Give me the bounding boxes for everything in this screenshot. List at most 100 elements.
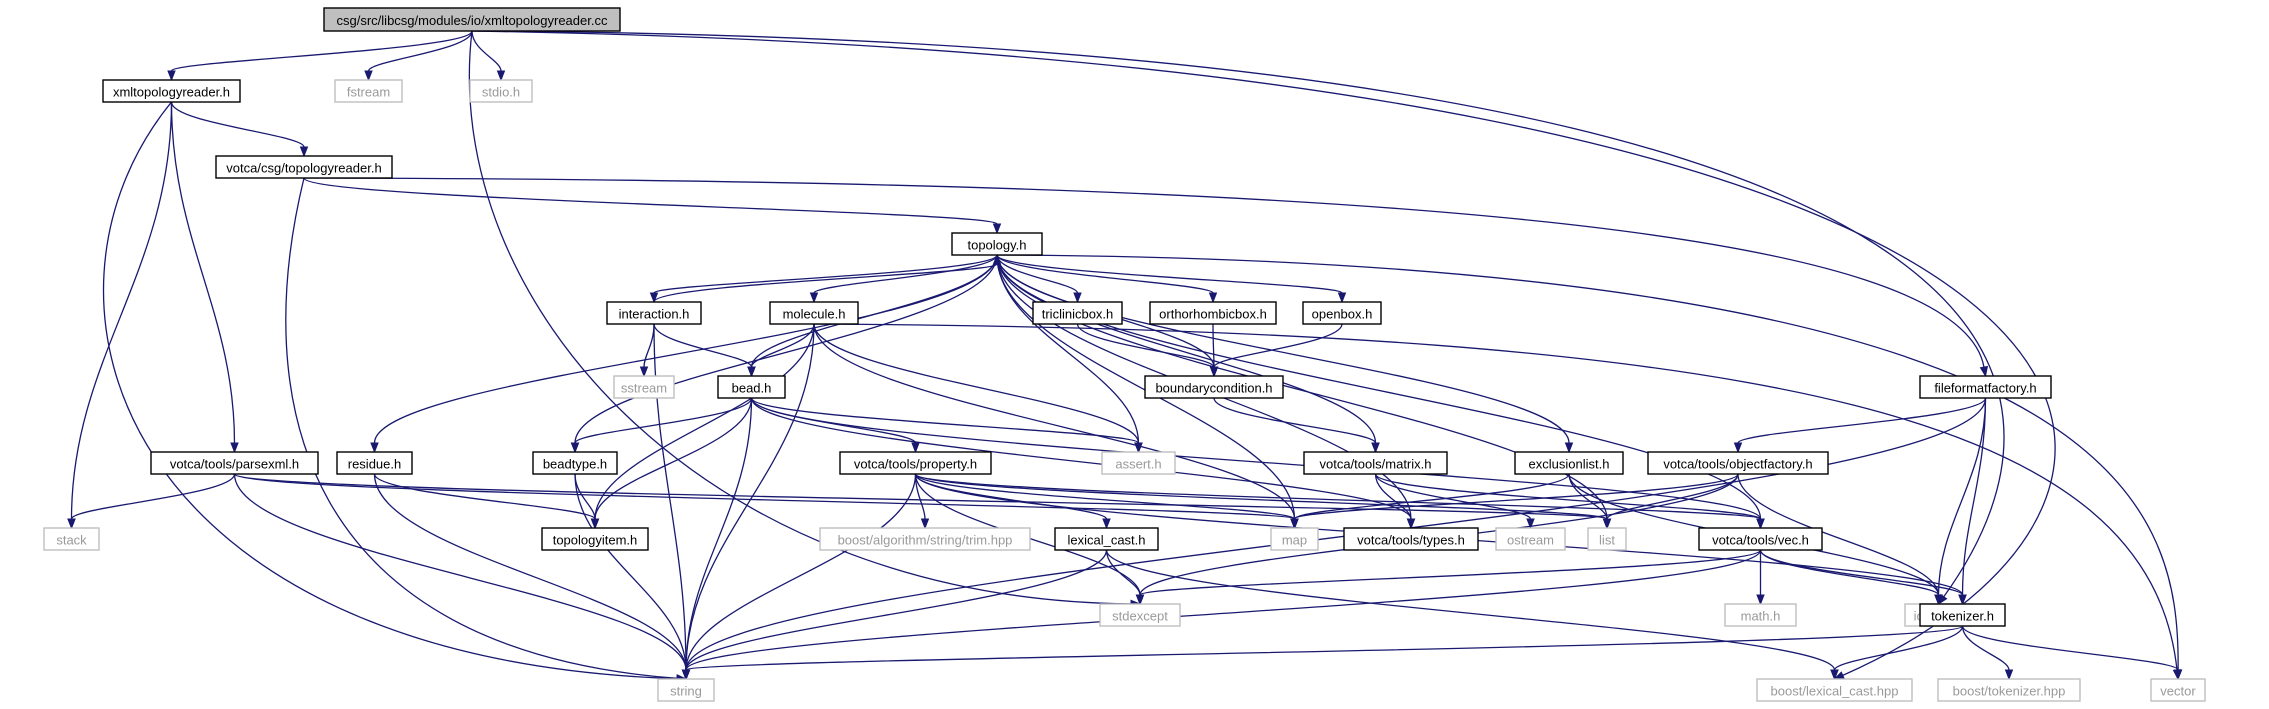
node-label: stack bbox=[56, 533, 87, 548]
edge-line bbox=[750, 397, 1762, 520]
edge-arrowhead bbox=[230, 442, 239, 454]
node-interaction-h[interactable]: interaction.h bbox=[606, 301, 702, 325]
edge-xmltopologyreader_h-to-votca_csg_topologyreader_h bbox=[170, 101, 309, 158]
node-fstream: fstream bbox=[334, 79, 403, 103]
node-votca-tools-types-h[interactable]: votca/tools/types.h bbox=[1343, 527, 1479, 551]
edge-votca_tools_vec_h-to-string bbox=[681, 549, 1762, 681]
edge-arrowhead bbox=[67, 518, 76, 530]
node-box bbox=[541, 527, 649, 551]
node-label: tokenizer.h bbox=[1931, 609, 1994, 624]
node-label: map bbox=[1282, 533, 1307, 548]
edge-line bbox=[685, 625, 1964, 671]
node-molecule-h[interactable]: molecule.h bbox=[769, 301, 859, 325]
node-beadtype-h[interactable]: beadtype.h bbox=[532, 451, 618, 475]
edge-votca_tools_matrix_h-to-votca_tools_types_h bbox=[1374, 473, 1416, 530]
node-triclinicbox-h[interactable]: triclinicbox.h bbox=[1032, 301, 1123, 325]
edge-root-to-fstream bbox=[364, 30, 473, 82]
node-topology-h[interactable]: topology.h bbox=[951, 232, 1043, 256]
node-topologyitem-h[interactable]: topologyitem.h bbox=[541, 527, 649, 551]
edge-arrowhead bbox=[496, 70, 506, 82]
node-votca-tools-vec-h[interactable]: votca/tools/vec.h bbox=[1698, 527, 1823, 551]
node-box bbox=[1698, 527, 1823, 551]
node-tokenizer-h[interactable]: tokenizer.h bbox=[1919, 603, 2006, 627]
node-label: bead.h bbox=[732, 381, 772, 396]
node-label: sstream bbox=[621, 381, 667, 396]
node-box bbox=[1587, 527, 1627, 551]
node-box bbox=[1144, 375, 1284, 399]
node-label: stdexcept bbox=[1112, 609, 1168, 624]
node-math-h: math.h bbox=[1724, 603, 1797, 627]
edge-residue_h-to-string bbox=[373, 473, 691, 681]
edge-arrowhead bbox=[747, 366, 756, 378]
edge-topology_h-to-assert_h bbox=[996, 254, 1143, 454]
node-fileformatfactory-h[interactable]: fileformatfactory.h bbox=[1919, 375, 2052, 399]
node-label: molecule.h bbox=[783, 307, 846, 322]
node-residue-h[interactable]: residue.h bbox=[336, 451, 413, 475]
edge-line bbox=[750, 397, 917, 444]
node-boost-tokenizer-hpp: boost/tokenizer.hpp bbox=[1937, 678, 2081, 702]
edge-line bbox=[1961, 625, 2179, 671]
edge-topology_h-to-molecule_h bbox=[809, 254, 998, 304]
edge-line bbox=[1139, 549, 1762, 596]
edge-votca_csg_topologyreader_h-to-topology_h bbox=[303, 177, 1002, 235]
node-ostream: ostream bbox=[1495, 527, 1566, 551]
node-boundarycondition-h[interactable]: boundarycondition.h bbox=[1144, 375, 1284, 399]
edge-arrowhead bbox=[1290, 518, 1299, 530]
edge-arrowhead bbox=[920, 518, 930, 530]
edge-line bbox=[471, 30, 502, 72]
node-exclusionlist-h[interactable]: exclusionlist.h bbox=[1514, 451, 1624, 475]
node-stdio-h: stdio.h bbox=[469, 79, 533, 103]
edge-votca_tools_parsexml_h-to-stack bbox=[67, 473, 236, 530]
edge-line bbox=[750, 397, 1140, 444]
edge-line bbox=[70, 101, 173, 520]
node-label: fstream bbox=[347, 85, 390, 100]
node-map: map bbox=[1270, 527, 1319, 551]
edge-line bbox=[685, 473, 917, 671]
edge-bead_h-to-string bbox=[681, 397, 753, 681]
edge-line bbox=[914, 473, 1296, 520]
edge-line bbox=[103, 101, 678, 680]
node-lexical-cast-h[interactable]: lexical_cast.h bbox=[1054, 527, 1159, 551]
node-orthorhombicbox-h[interactable]: orthorhombicbox.h bbox=[1149, 301, 1277, 325]
node-votca-tools-property-h[interactable]: votca/tools/property.h bbox=[839, 451, 992, 475]
node-box bbox=[657, 678, 715, 702]
node-votca-tools-objectfactory-h[interactable]: votca/tools/objectfactory.h bbox=[1647, 451, 1829, 475]
node-box bbox=[2150, 678, 2206, 702]
node-label: boost/tokenizer.hpp bbox=[1953, 684, 2066, 699]
node-root[interactable]: csg/src/libcsg/modules/io/xmltopologyrea… bbox=[323, 7, 621, 32]
node-label: csg/src/libcsg/modules/io/xmltopologyrea… bbox=[337, 13, 608, 28]
edge-line bbox=[1374, 473, 1532, 520]
edge-bead_h-to-assert_h bbox=[750, 397, 1143, 454]
node-openbox-h[interactable]: openbox.h bbox=[1302, 301, 1382, 325]
node-box bbox=[43, 527, 100, 551]
edge-arrowhead bbox=[1102, 518, 1111, 530]
edge-line bbox=[653, 323, 753, 368]
edge-votca_tools_vec_h-to-math_h bbox=[1756, 549, 1765, 606]
edge-line bbox=[685, 549, 1762, 671]
node-bead-h[interactable]: bead.h bbox=[717, 375, 786, 399]
edge-arrowhead bbox=[1526, 518, 1535, 530]
node-votca-tools-parsexml-h[interactable]: votca/tools/parsexml.h bbox=[150, 451, 319, 475]
edge-line bbox=[1937, 397, 1987, 596]
edge-arrowhead bbox=[167, 70, 176, 82]
edge-arrowhead bbox=[1406, 518, 1416, 530]
node-label: stdio.h bbox=[482, 85, 520, 100]
node-xmltopologyreader-h[interactable]: xmltopologyreader.h bbox=[102, 79, 241, 103]
edge-arrowhead bbox=[992, 253, 1002, 265]
edge-topology_h-to-list bbox=[996, 254, 1612, 530]
node-box bbox=[336, 451, 413, 475]
node-votca-tools-matrix-h[interactable]: votca/tools/matrix.h bbox=[1303, 451, 1448, 475]
edge-arrowhead bbox=[364, 70, 373, 82]
edge-root-to-boost_lexical_cast_hpp bbox=[471, 30, 2056, 680]
node-box bbox=[1054, 527, 1159, 551]
node-label: votca/tools/types.h bbox=[1357, 533, 1465, 548]
edge-line bbox=[170, 101, 236, 444]
node-votca-csg-topologyreader-h[interactable]: votca/csg/topologyreader.h bbox=[215, 155, 393, 179]
node-box bbox=[613, 375, 675, 399]
node-label: boundarycondition.h bbox=[1155, 381, 1272, 396]
edge-line bbox=[1213, 397, 1377, 444]
edge-arrowhead bbox=[1337, 292, 1347, 304]
node-box bbox=[323, 7, 621, 32]
node-label: exclusionlist.h bbox=[1529, 457, 1610, 472]
edge-votca_tools_matrix_h-to-ostream bbox=[1374, 473, 1535, 530]
